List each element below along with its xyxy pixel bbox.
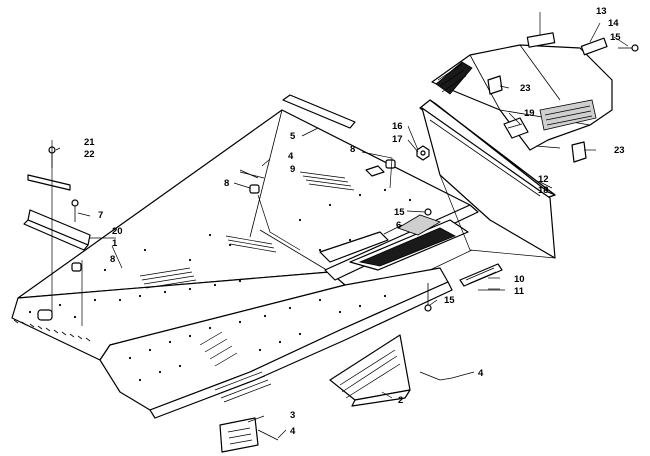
rear-flap	[431, 32, 613, 163]
callout-3: 3	[290, 410, 295, 421]
callout-10: 10	[514, 274, 525, 285]
callout-13: 13	[596, 6, 607, 17]
small-parts	[23, 44, 639, 453]
callout-15-bottom: 15	[444, 295, 455, 306]
callout-15-top: 15	[610, 32, 621, 43]
callout-5: 5	[290, 131, 296, 142]
callout-7: 7	[98, 210, 103, 221]
callout-1: 1	[112, 238, 118, 249]
surface-texture	[139, 171, 355, 403]
rear-bumper	[419, 99, 556, 259]
callout-4-right: 4	[478, 368, 484, 379]
callout-21: 21	[84, 137, 95, 148]
callout-8-top: 8	[350, 144, 355, 155]
rivet-holes	[28, 188, 412, 382]
callout-labels: 1 2 3 4 4 4 5 6 7 8 8 8 9 10 11 12 13 14…	[84, 6, 625, 437]
callout-23-top: 23	[520, 83, 531, 94]
callout-11: 11	[514, 286, 525, 297]
callout-23-right: 23	[614, 145, 625, 156]
callout-18: 18	[538, 185, 549, 196]
callout-9: 9	[290, 164, 295, 175]
callout-17: 17	[392, 134, 403, 145]
callout-4-upper: 4	[288, 151, 294, 162]
callout-4-lower: 4	[290, 426, 296, 437]
callout-8-lower: 8	[110, 254, 115, 265]
callout-16: 16	[392, 121, 403, 132]
callout-2: 2	[398, 395, 403, 406]
callout-14: 14	[608, 18, 619, 29]
callout-8-left: 8	[224, 178, 229, 189]
callout-6: 6	[396, 220, 401, 231]
callout-12: 12	[538, 174, 549, 185]
callout-22: 22	[84, 149, 95, 160]
callout-19: 19	[524, 108, 535, 119]
leader-lines	[51, 12, 629, 439]
callout-15-mid: 15	[394, 207, 405, 218]
rear-reinforcement	[319, 214, 469, 271]
callout-20: 20	[112, 226, 123, 237]
